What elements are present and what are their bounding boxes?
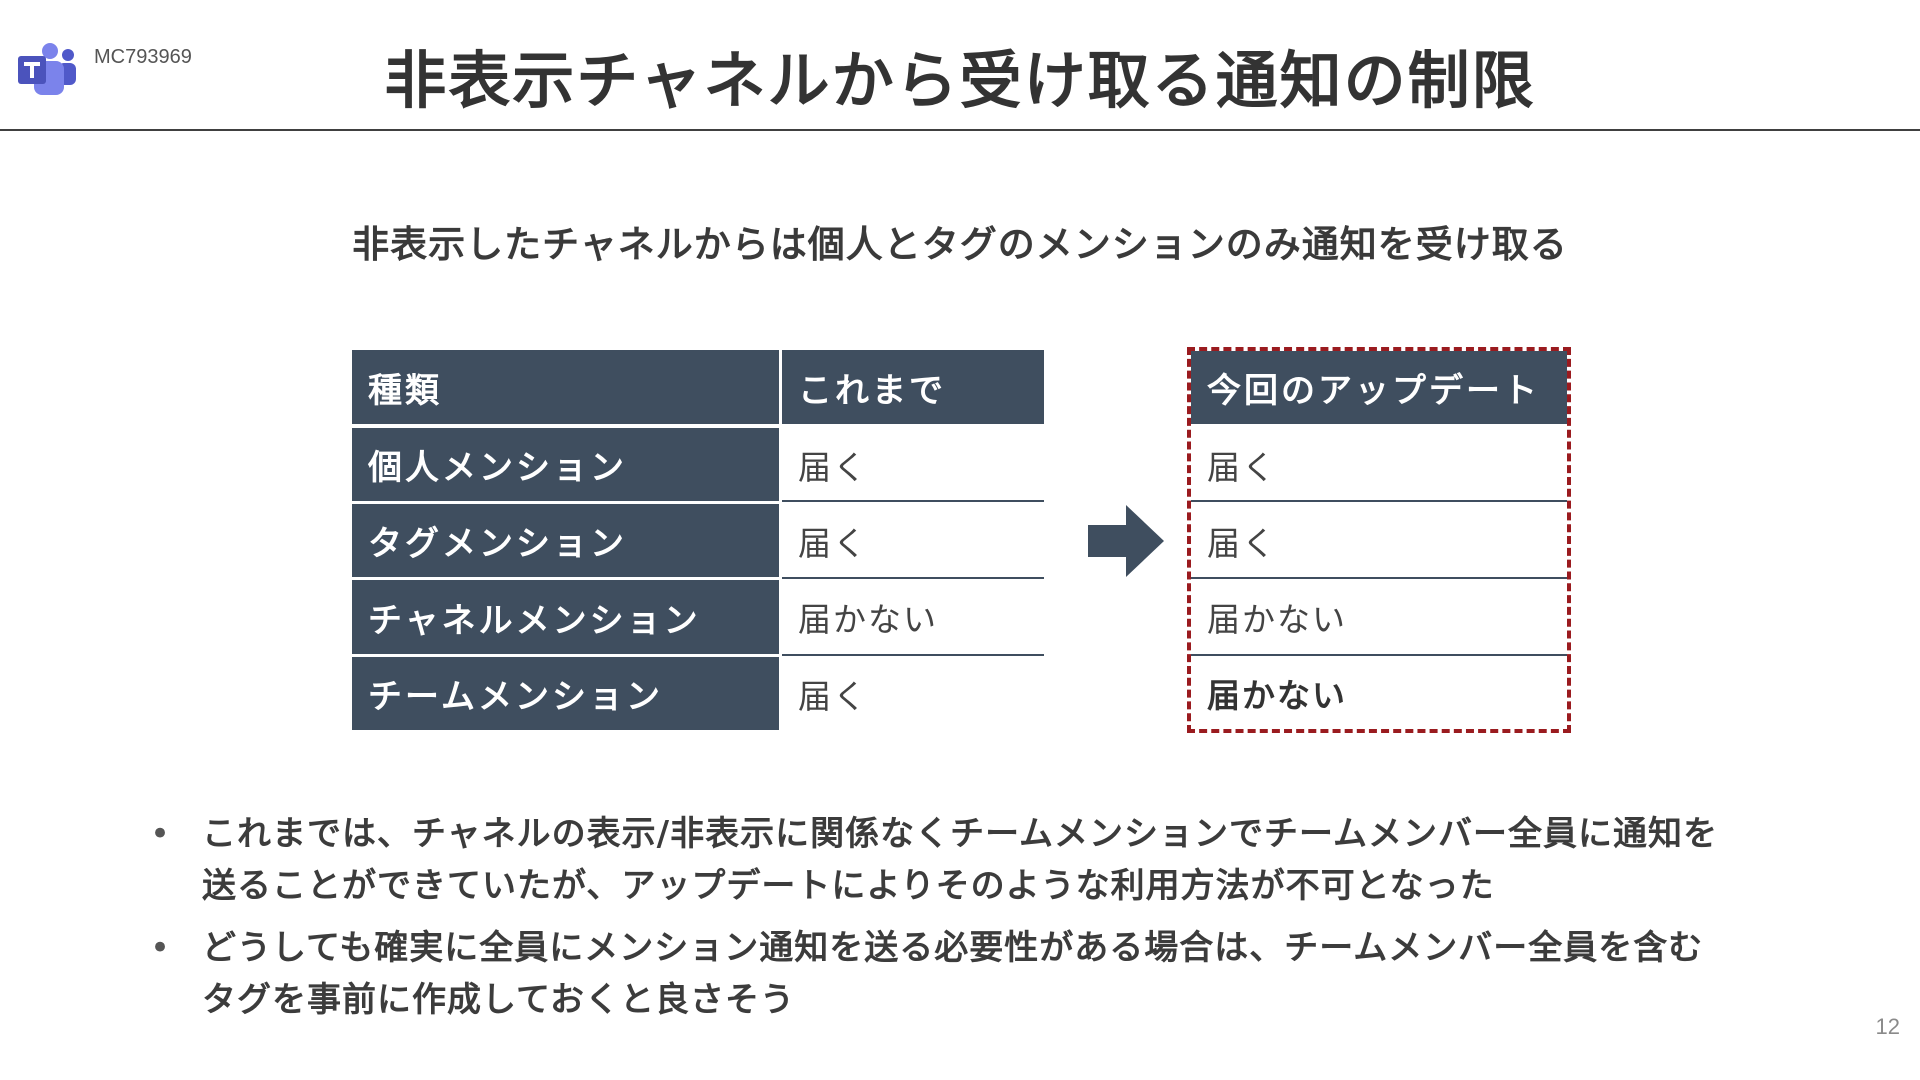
row-divider — [1191, 654, 1567, 656]
slide-title: 非表示チャネルから受け取る通知の制限 — [384, 44, 1536, 117]
table-row-after: 届かない — [1191, 580, 1567, 654]
update-highlight-box — [1187, 347, 1571, 733]
row-divider — [1191, 500, 1567, 502]
table-header-before: これまで — [782, 350, 1044, 424]
bullet-line: これまでは、チャネルの表示/非表示に関係なくチームメンションでチームメンバー全員… — [202, 814, 1719, 854]
message-center-id: MC793969 — [94, 46, 192, 68]
bullet-line: タグを事前に作成しておくと良さそう — [202, 980, 795, 1020]
row-divider — [782, 500, 1044, 502]
slide-subtitle: 非表示したチャネルからは個人とタグのメンションのみ通知を受け取る — [352, 223, 1568, 266]
bullet-marker: • — [150, 928, 172, 968]
table-row-after: 届く — [1191, 504, 1567, 577]
row-divider — [782, 577, 1044, 579]
table-header-after: 今回のアップデート — [1191, 351, 1567, 424]
bullet-marker: • — [150, 814, 172, 854]
row-divider — [1191, 577, 1567, 579]
table-row-type: チャネルメンション — [352, 580, 779, 654]
bullet-line: 送ることができていたが、アップデートによりそのような利用方法が不可となった — [202, 866, 1495, 906]
bullet-list: • これまでは、チャネルの表示/非表示に関係なくチームメンションでチームメンバー… — [150, 808, 1790, 1036]
bullet-item: • これまでは、チャネルの表示/非表示に関係なくチームメンションでチームメンバー… — [150, 808, 1790, 912]
page-number: 12 — [1875, 1014, 1900, 1039]
header-divider — [0, 129, 1920, 131]
right-arrow-icon — [1088, 505, 1164, 577]
table-row-type: タグメンション — [352, 504, 779, 577]
bullet-line: どうしても確実に全員にメンション通知を送る必要性がある場合は、チームメンバー全員… — [202, 928, 1704, 968]
table-row-after: 届く — [1191, 428, 1567, 501]
row-divider — [782, 654, 1044, 656]
table-row-type: 個人メンション — [352, 428, 779, 501]
table-row-type: チームメンション — [352, 657, 779, 730]
table-row-before: 届く — [782, 504, 1044, 577]
table-row-before: 届く — [782, 428, 1044, 501]
teams-logo-icon — [18, 43, 76, 95]
table-row-before: 届かない — [782, 580, 1044, 654]
bullet-item: • どうしても確実に全員にメンション通知を送る必要性がある場合は、チームメンバー… — [150, 922, 1790, 1026]
table-row-after-highlight: 届かない — [1191, 657, 1567, 729]
table-row-before: 届く — [782, 657, 1044, 730]
table-header-type: 種類 — [352, 350, 779, 424]
